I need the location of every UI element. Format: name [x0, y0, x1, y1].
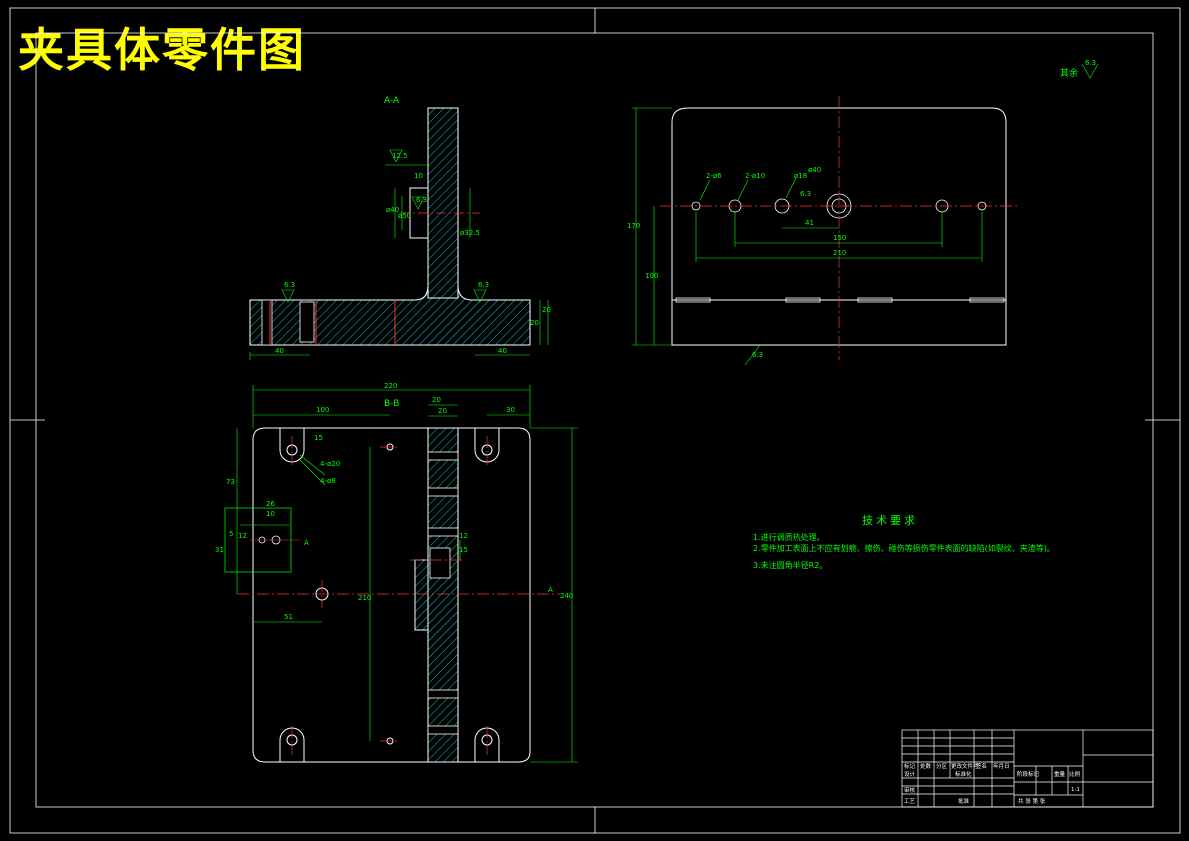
- tech-requirement-2: 2.零件加工表面上不应有划痕、擦伤、碰伤等损伤零件表面的缺陷(如裂纹、夹渣等)。: [753, 544, 1055, 553]
- dim-plan-0: 220: [384, 382, 397, 390]
- dim-plan-16: 51: [284, 613, 293, 621]
- plan-view: B-B: [215, 382, 578, 763]
- dim-plan-12: 12: [238, 532, 247, 540]
- dim-plan-17: 210: [358, 594, 371, 602]
- tb-label-process: 工艺: [904, 798, 916, 805]
- dim-plan-20: 15: [459, 546, 468, 554]
- tb-label-mark: 标记: [904, 762, 916, 770]
- dim-aa-9: 40: [498, 347, 507, 355]
- dim-plan-18: 240: [560, 592, 573, 600]
- side-view: 2-ø6 2-ø10 ø18 ø40 6.3 41 150 210 170 10…: [627, 59, 1099, 366]
- dim-aa-7: 6.3: [478, 281, 489, 289]
- title-block: [901, 729, 1154, 808]
- surface-roughness-note: 其余: [1060, 69, 1079, 79]
- section-label-bb: B-B: [384, 399, 399, 409]
- dim-plan-19: 12: [459, 532, 468, 540]
- dim-plan-8: 73: [226, 478, 235, 486]
- tb-scale-value: 1:1: [1071, 787, 1080, 793]
- dim-plan-13: 31: [215, 546, 224, 554]
- tb-label-sign: 签名: [976, 762, 987, 770]
- dim-plan-4: 30: [506, 406, 515, 414]
- tech-requirement-3: 3.未注圆角半径R2。: [753, 561, 828, 570]
- dim-plan-10: 10: [266, 510, 275, 518]
- dim-aa-2: 6.3: [416, 196, 427, 204]
- tb-label-approve: 批准: [958, 797, 970, 805]
- dim-plan-3: 20: [438, 407, 447, 415]
- section-view-aa: A-A: [249, 96, 551, 360]
- dim-plan-9: 26: [266, 500, 275, 508]
- dim-aa-3: ø40: [386, 206, 399, 214]
- tb-label-scale: 比例: [1069, 770, 1081, 778]
- dim-plan-5: 15: [314, 434, 323, 442]
- dim-aa-0: 12.5: [392, 152, 408, 160]
- dim-aa-4: ø50: [398, 212, 411, 220]
- dim-plan-7: 4-ø8: [320, 477, 336, 485]
- tb-label-weight: 重量: [1054, 770, 1066, 778]
- dim-aa-8: 40: [275, 347, 284, 355]
- dim-side-0: 2-ø6: [706, 172, 722, 180]
- dim-aa-6: 6.3: [284, 281, 295, 289]
- dim-aa-10: 20: [530, 319, 539, 327]
- dim-side-8: 170: [627, 222, 640, 230]
- tb-label-zone: 分区: [936, 762, 948, 770]
- section-label-aa: A-A: [384, 96, 400, 106]
- dim-side-10: 6.3: [752, 351, 763, 359]
- dim-aa-1: 10: [414, 172, 423, 180]
- tb-label-review: 审核: [904, 786, 916, 794]
- tb-label-date: 年月日: [993, 762, 1010, 770]
- dim-aa-11: 20: [542, 306, 551, 314]
- tb-label-design: 设计: [904, 770, 916, 778]
- dim-plan-11: 5: [229, 530, 233, 538]
- dim-plan-1: 100: [316, 406, 329, 414]
- dim-aa-5: ø32.5: [460, 229, 480, 237]
- dim-plan-15: A: [548, 586, 553, 594]
- sheet-border: [9, 7, 1181, 834]
- tech-requirement-1: 1.进行调质热处理。: [753, 533, 825, 542]
- dim-side-7: 210: [833, 249, 846, 257]
- tb-label-count: 处数: [920, 762, 932, 770]
- dim-plan-2: 20: [432, 396, 441, 404]
- dim-side-5: 41: [805, 219, 814, 227]
- dim-plan-14: A: [304, 539, 309, 547]
- tb-label-sheet: 共 张 第 张: [1018, 797, 1046, 805]
- rough-note-value: 6.3: [1085, 59, 1096, 67]
- dim-side-1: 2-ø10: [745, 172, 765, 180]
- dim-side-4: 6.3: [800, 190, 811, 198]
- dim-side-3: ø40: [808, 166, 821, 174]
- dim-side-2: ø18: [794, 172, 807, 180]
- tb-label-standard: 标准化: [955, 770, 972, 778]
- tb-label-stage: 阶段标记: [1017, 770, 1040, 778]
- dim-plan-6: 4-ø20: [320, 460, 340, 468]
- tech-requirements-heading: 技术要求: [862, 514, 918, 527]
- dim-side-9: 100: [645, 272, 658, 280]
- tb-label-docno: 更改文件号: [951, 762, 979, 770]
- drawing-title: 夹具体零件图: [18, 23, 306, 77]
- dim-side-6: 150: [833, 234, 846, 242]
